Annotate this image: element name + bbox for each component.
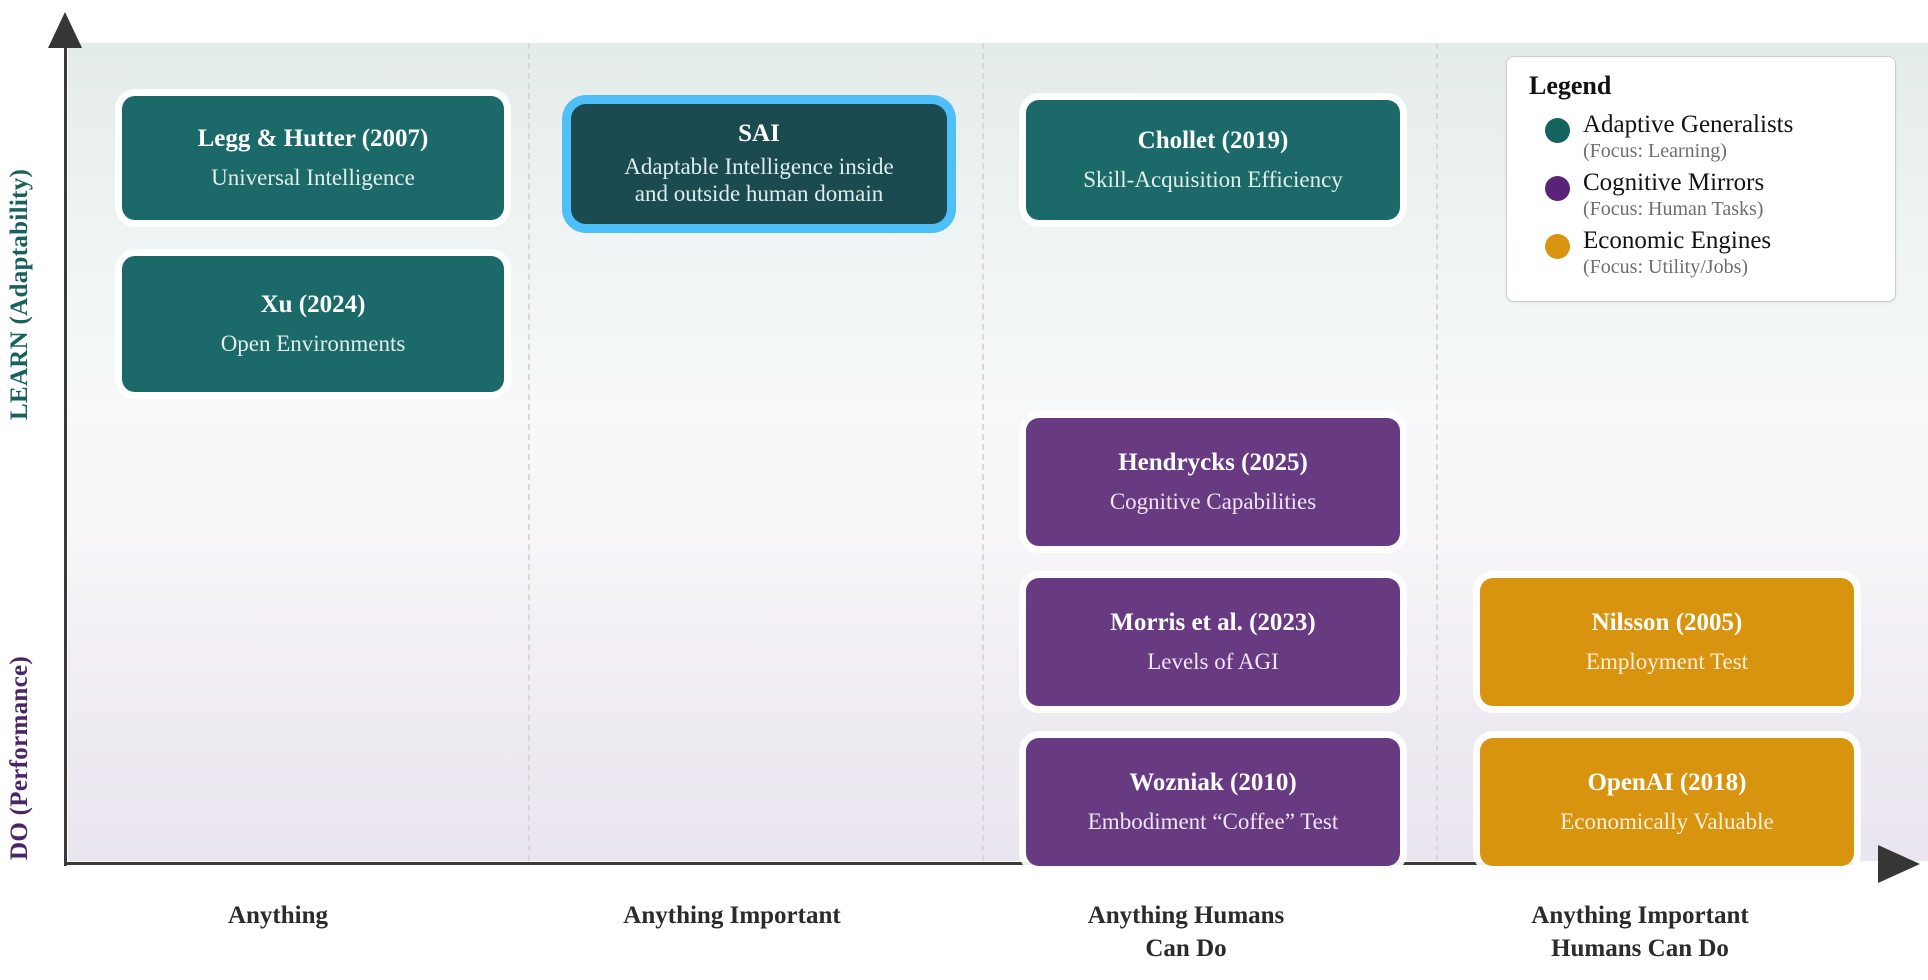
column-divider-1 — [528, 43, 530, 861]
x-axis-label-anything-humans-can-do: Anything Humans Can Do — [986, 900, 1386, 965]
legend-item-focus: (Focus: Human Tasks) — [1583, 197, 1764, 220]
card-subtitle: Embodiment “Coffee” Test — [1087, 808, 1339, 834]
card-title: OpenAI (2018) — [1587, 768, 1747, 796]
card-subtitle: Levels of AGI — [1147, 648, 1279, 674]
x-axis-label-line-2: Can Do — [1145, 934, 1227, 962]
card-title: Hendrycks (2025) — [1118, 448, 1308, 476]
legend-panel: Legend Adaptive Generalists (Focus: Lear… — [1506, 56, 1896, 303]
card-subtitle: Universal Intelligence — [211, 164, 415, 190]
card-chollet[interactable]: Chollet (2019) Skill-Acquisition Efficie… — [1026, 100, 1400, 220]
legend-dot-icon — [1545, 234, 1570, 260]
x-axis-label-line-2: Humans Can Do — [1551, 934, 1729, 962]
card-sai[interactable]: SAI Adaptable Intelligence inside and ou… — [571, 104, 947, 224]
y-axis-arrow-icon — [48, 12, 82, 48]
legend-item-cognitive-mirrors[interactable]: Cognitive Mirrors (Focus: Human Tasks) — [1545, 169, 1877, 221]
card-subtitle: Economically Valuable — [1560, 808, 1774, 834]
y-axis-title-learn: LEARN (Adaptability) — [6, 168, 33, 420]
legend-dot-icon — [1545, 118, 1570, 143]
card-subtitle: Cognitive Capabilities — [1109, 488, 1317, 514]
card-nilsson[interactable]: Nilsson (2005) Employment Test — [1480, 578, 1854, 706]
card-title: Morris et al. (2023) — [1110, 608, 1316, 636]
card-legg-hutter[interactable]: Legg & Hutter (2007) Universal Intellige… — [122, 96, 504, 220]
card-morris[interactable]: Morris et al. (2023) Levels of AGI — [1026, 578, 1400, 706]
legend-item-focus: (Focus: Utility/Jobs) — [1583, 255, 1749, 278]
card-subtitle: Open Environments — [220, 330, 406, 356]
x-axis-arrow-icon — [1878, 845, 1920, 883]
x-axis-label-anything-important-humans-can-do: Anything Important Humans Can Do — [1440, 900, 1840, 965]
card-xu[interactable]: Xu (2024) Open Environments — [122, 256, 504, 392]
card-title: Chollet (2019) — [1137, 126, 1289, 154]
x-axis-line — [64, 862, 1854, 865]
card-hendrycks[interactable]: Hendrycks (2025) Cognitive Capabilities — [1026, 418, 1400, 546]
card-openai[interactable]: OpenAI (2018) Economically Valuable — [1480, 738, 1854, 866]
x-axis-label-line-1: Anything Important — [1531, 902, 1749, 929]
legend-item-focus: (Focus: Learning) — [1583, 139, 1727, 162]
legend-item-economic-engines[interactable]: Economic Engines (Focus: Utility/Jobs) — [1545, 227, 1877, 279]
legend-item-adaptive-generalists[interactable]: Adaptive Generalists (Focus: Learning) — [1545, 111, 1877, 163]
legend-item-label: Cognitive Mirrors — [1583, 169, 1765, 197]
card-title: Wozniak (2010) — [1129, 768, 1297, 796]
legend-dot-icon — [1545, 176, 1570, 202]
card-title: SAI — [738, 120, 780, 148]
card-title: Xu (2024) — [260, 290, 366, 318]
card-subtitle-line-1: Adaptable Intelligence inside — [624, 154, 894, 180]
legend-item-label: Adaptive Generalists — [1583, 111, 1794, 138]
card-subtitle-line-2: and outside human domain — [634, 180, 884, 206]
legend-item-label: Economic Engines — [1583, 227, 1772, 255]
y-axis-title-do: DO (Performance) — [6, 655, 33, 860]
y-axis-line — [64, 40, 67, 866]
x-axis-label-anything-important: Anything Important — [623, 902, 841, 929]
column-divider-3 — [1436, 43, 1438, 861]
x-axis-label-line-1: Anything Humans — [1087, 902, 1285, 929]
card-wozniak[interactable]: Wozniak (2010) Embodiment “Coffee” Test — [1026, 738, 1400, 866]
column-divider-2 — [982, 43, 984, 861]
card-title: Legg & Hutter (2007) — [197, 124, 429, 152]
legend-title: Legend — [1529, 71, 1612, 100]
card-subtitle: Skill-Acquisition Efficiency — [1083, 166, 1343, 192]
card-title: Nilsson (2005) — [1591, 608, 1743, 636]
x-axis-label-anything: Anything — [227, 902, 329, 929]
card-subtitle: Employment Test — [1585, 648, 1749, 674]
